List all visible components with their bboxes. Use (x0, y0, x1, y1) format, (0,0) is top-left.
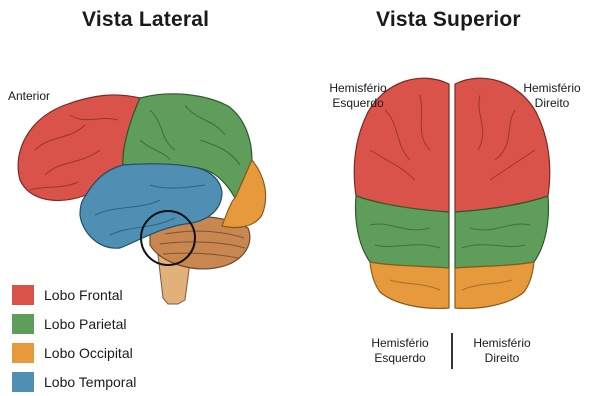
left-hemisphere-label-top: Hemisfério Esquerdo (318, 81, 398, 111)
legend-item-parietal: Lobo Parietal (12, 309, 136, 338)
right-hemisphere-label-top-text: Hemisfério Direito (523, 81, 580, 110)
superior-brain (354, 78, 550, 308)
occipital-lobe-left (370, 262, 449, 308)
right-hemisphere-label-bottom-text: Hemisfério Direito (473, 336, 530, 365)
legend-item-frontal: Lobo Frontal (12, 280, 136, 309)
legend-swatch-frontal (12, 285, 34, 305)
legend-label-occipital: Lobo Occipital (44, 345, 133, 361)
legend-label-parietal: Lobo Parietal (44, 316, 127, 332)
hemisphere-separator (451, 333, 453, 369)
right-hemisphere-label-bottom: Hemisfério Direito (462, 336, 542, 366)
legend: Lobo Frontal Lobo Parietal Lobo Occipita… (12, 280, 136, 396)
lateral-brain (18, 94, 266, 304)
right-hemisphere-label-top: Hemisfério Direito (512, 81, 591, 111)
legend-swatch-occipital (12, 343, 34, 363)
left-hemisphere-label-top-text: Hemisfério Esquerdo (329, 81, 386, 110)
occipital-lobe-right (455, 262, 534, 308)
legend-swatch-parietal (12, 314, 34, 334)
anterior-label: Anterior (8, 89, 50, 104)
left-hemisphere-label-bottom-text: Hemisfério Esquerdo (371, 336, 428, 365)
legend-label-frontal: Lobo Frontal (44, 287, 123, 303)
legend-item-temporal: Lobo Temporal (12, 367, 136, 396)
legend-item-occipital: Lobo Occipital (12, 338, 136, 367)
left-hemisphere-label-bottom: Hemisfério Esquerdo (360, 336, 440, 366)
legend-label-temporal: Lobo Temporal (44, 374, 136, 390)
